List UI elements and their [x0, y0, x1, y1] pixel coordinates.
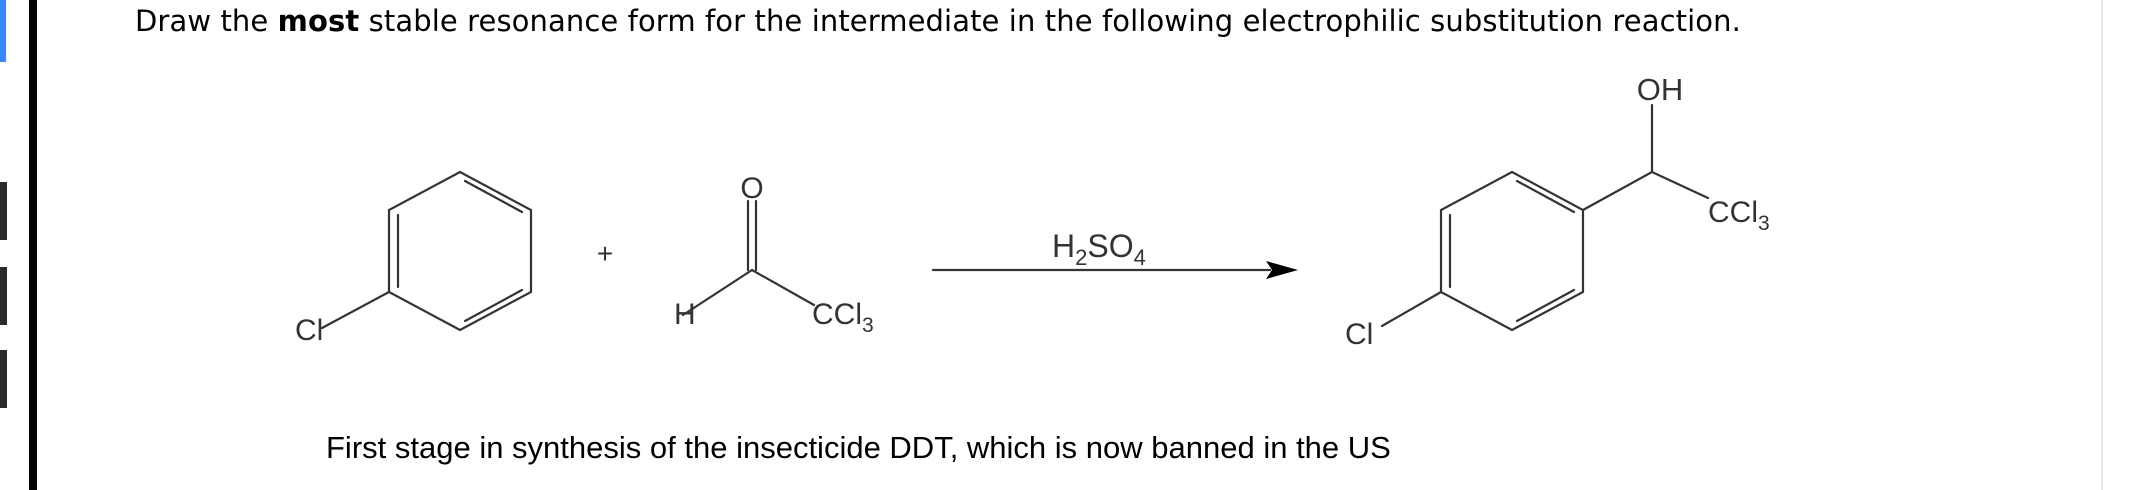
- question-emphasis: most: [277, 4, 360, 38]
- reaction-arrow-head: [1266, 261, 1298, 279]
- oxygen-label: O: [740, 172, 763, 205]
- toolbar-block[interactable]: [0, 350, 7, 408]
- cl-bond-reactant: [320, 290, 391, 330]
- question-before: Draw the: [135, 4, 278, 38]
- product-side-chain-bonds: [1380, 103, 1710, 328]
- reagent-label: H2SO4: [1052, 228, 1146, 270]
- ccl3-label-product: CCl3: [1708, 196, 1770, 235]
- question-text: Draw the most stable resonance form for …: [135, 4, 1741, 38]
- accent-strip: [0, 0, 6, 62]
- question-after: stable resonance form for the intermedia…: [359, 4, 1741, 38]
- benzene-ring-reactant: [387, 170, 533, 332]
- left-rail: [29, 0, 37, 490]
- cl-label-product: Cl: [1345, 318, 1373, 351]
- oh-label: OH: [1637, 72, 1684, 107]
- toolbar-block[interactable]: [0, 182, 7, 240]
- chloral-bonds: [681, 199, 816, 317]
- benzene-ring-product: [1439, 170, 1585, 332]
- plus-sign: +: [597, 238, 613, 269]
- ccl3-label-reactant: CCl3: [812, 298, 874, 337]
- caption: First stage in synthesis of the insectic…: [326, 430, 1391, 465]
- toolbar-block[interactable]: [0, 267, 7, 325]
- right-divider: [2101, 0, 2103, 490]
- h-label: H: [674, 298, 696, 331]
- cl-label-reactant: Cl: [295, 314, 323, 347]
